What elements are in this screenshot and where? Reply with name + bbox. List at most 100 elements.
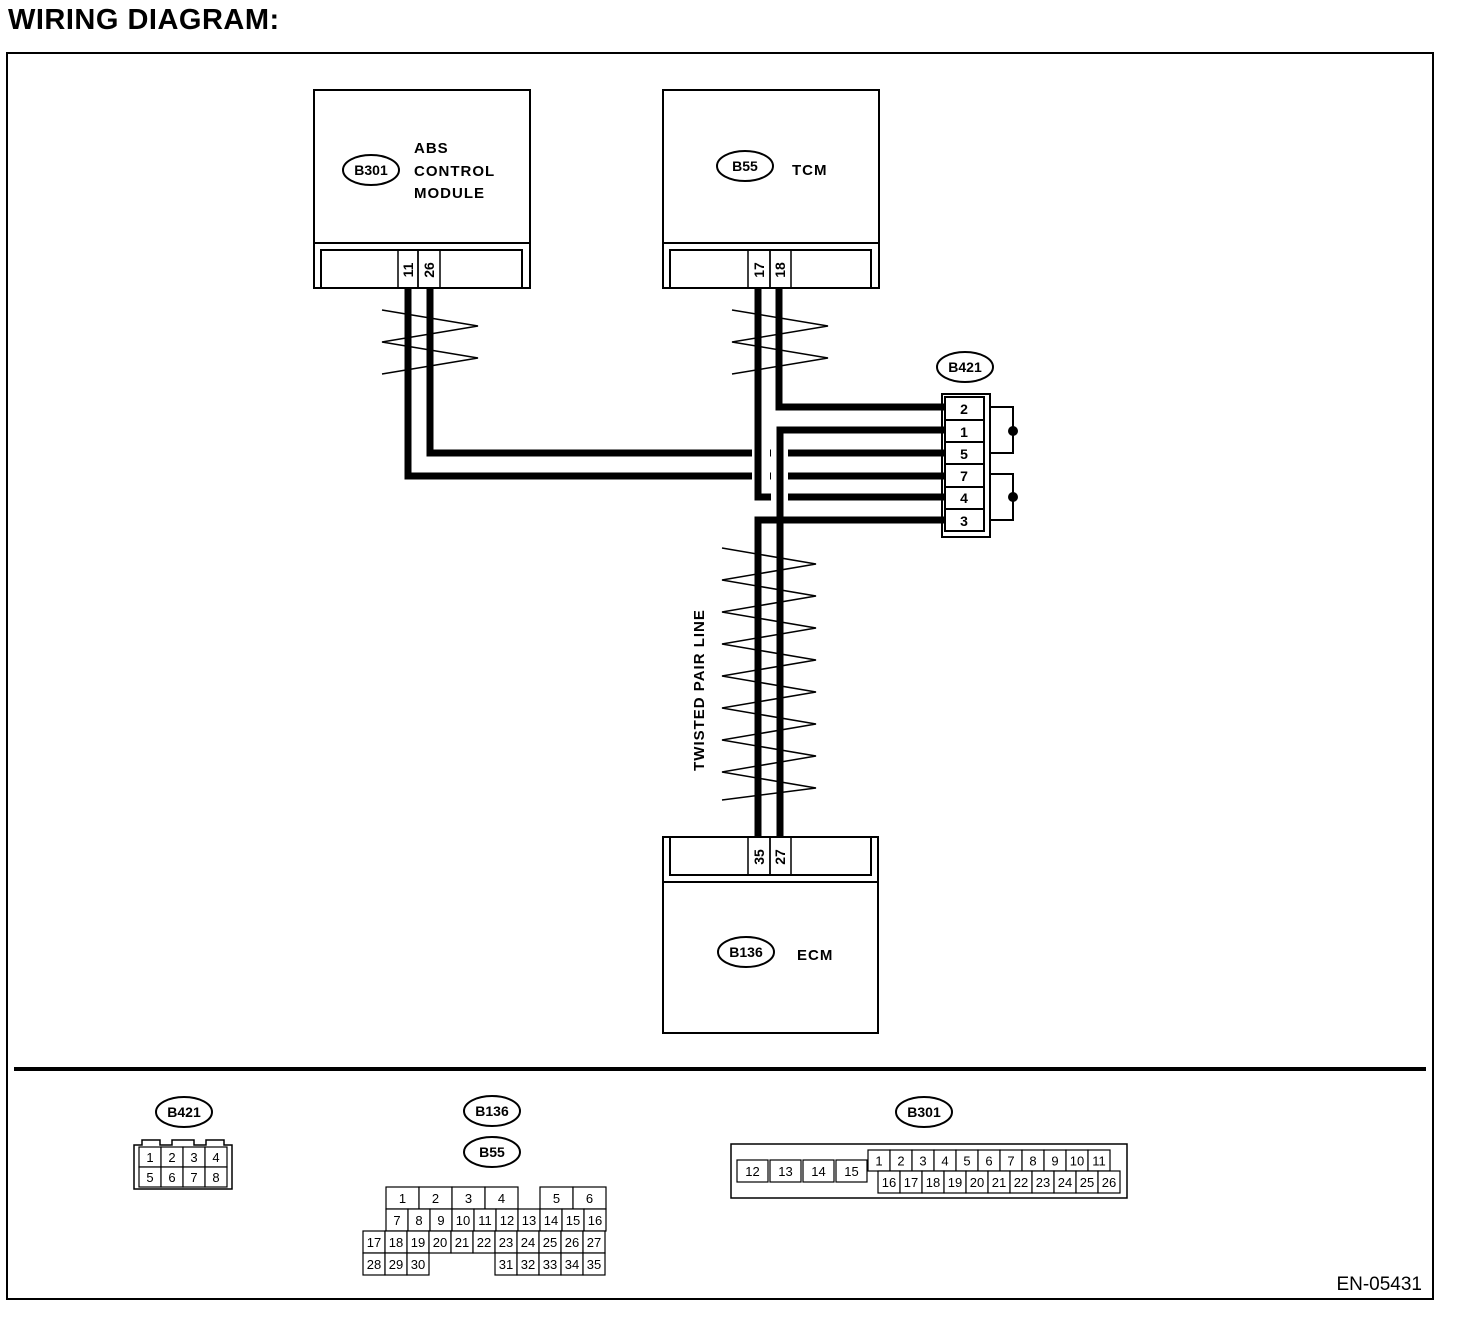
pin-number: 1 <box>146 1150 153 1165</box>
tcm-connector-id: B55 <box>732 158 758 174</box>
pin-number: 33 <box>543 1257 557 1272</box>
pin-cell <box>582 1252 606 1276</box>
pin-number: 27 <box>587 1235 601 1250</box>
pin-cell <box>835 1159 868 1183</box>
cv-b55-id: B55 <box>479 1144 505 1160</box>
pin-number: 19 <box>948 1175 962 1190</box>
wire-abs-11 <box>404 288 752 480</box>
pin-number: 25 <box>543 1235 557 1250</box>
long-twist <box>721 547 817 801</box>
ecm-pin-27: 27 <box>772 849 788 865</box>
pin-number: 13 <box>778 1164 792 1179</box>
pin-number: 25 <box>1080 1175 1094 1190</box>
pin-number: 2 <box>432 1191 439 1206</box>
pin-number: 20 <box>970 1175 984 1190</box>
pin-number: 2 <box>168 1150 175 1165</box>
ecm-label: ECM <box>797 947 833 964</box>
cv-b301-id: B301 <box>907 1104 941 1120</box>
cv-b421-id: B421 <box>167 1104 201 1120</box>
pin-number: 10 <box>456 1213 470 1228</box>
pin-number: 22 <box>1014 1175 1028 1190</box>
ecm-pin-35: 35 <box>751 849 767 865</box>
pin-number: 3 <box>919 1154 926 1169</box>
pin-number: 9 <box>437 1213 444 1228</box>
pin-number: 34 <box>565 1257 579 1272</box>
pin-number: 13 <box>522 1213 536 1228</box>
pin-number: 28 <box>367 1257 381 1272</box>
pin-number: 11 <box>1092 1154 1106 1169</box>
b421-pin-4: 4 <box>960 490 968 506</box>
pin-number: 21 <box>992 1175 1006 1190</box>
pin-number: 4 <box>498 1191 505 1206</box>
pin-cell <box>769 1159 802 1183</box>
pin-number: 12 <box>500 1213 514 1228</box>
pin-number: 23 <box>499 1235 513 1250</box>
pin-number: 18 <box>926 1175 940 1190</box>
pin-number: 15 <box>844 1164 858 1179</box>
reference-code: EN-05431 <box>1336 1274 1422 1295</box>
abs-label-line-2: CONTROL <box>414 163 495 180</box>
pin-number: 32 <box>521 1257 535 1272</box>
pin-number: 4 <box>212 1150 219 1165</box>
pin-number: 5 <box>146 1170 153 1185</box>
pin-number: 6 <box>168 1170 175 1185</box>
pin-number: 14 <box>544 1213 558 1228</box>
ecm-connector-id: B136 <box>729 944 763 960</box>
pin-number: 1 <box>875 1154 882 1169</box>
pin-number: 26 <box>565 1235 579 1250</box>
abs-connector-id: B301 <box>354 162 388 178</box>
pin-number: 14 <box>811 1164 825 1179</box>
ecm-connector-oval <box>717 936 775 968</box>
pin-cell <box>406 1252 430 1276</box>
pin-number: 2 <box>897 1154 904 1169</box>
twisted-pair-label: TWISTED PAIR LINE <box>691 609 708 771</box>
wire-abs-26 <box>426 288 752 457</box>
pin-number: 12 <box>745 1164 759 1179</box>
pin-number: 15 <box>566 1213 580 1228</box>
pin-number: 1 <box>399 1191 406 1206</box>
pin-number: 5 <box>963 1154 970 1169</box>
wire-ecm-35 <box>754 516 945 837</box>
b421-pin-1: 1 <box>960 424 968 440</box>
abs-connector-oval <box>342 154 400 186</box>
pin-number: 7 <box>393 1213 400 1228</box>
pin-number: 3 <box>190 1150 197 1165</box>
b421-pin-3: 3 <box>960 513 968 529</box>
pin-number: 7 <box>190 1170 197 1185</box>
pin-cell <box>1097 1170 1121 1194</box>
abs-label-line-1: ABS <box>414 140 449 157</box>
pin-number: 11 <box>478 1213 492 1228</box>
b421-pin-7: 7 <box>960 468 968 484</box>
pin-number: 17 <box>904 1175 918 1190</box>
pin-number: 9 <box>1051 1154 1058 1169</box>
b421-id: B421 <box>948 359 982 375</box>
tcm-module: B55 TCM 17 18 <box>662 89 880 289</box>
tcm-label: TCM <box>792 162 828 179</box>
wire-ecm-27 <box>776 426 945 837</box>
pin-number: 26 <box>1102 1175 1116 1190</box>
abs-label-line-3: MODULE <box>414 185 485 202</box>
twist-marks <box>381 309 829 801</box>
pin-number: 4 <box>941 1154 948 1169</box>
pin-number: 22 <box>477 1235 491 1250</box>
wiring <box>404 288 945 837</box>
abs-pin-11: 11 <box>400 262 416 277</box>
pin-number: 7 <box>1007 1154 1014 1169</box>
pin-number: 17 <box>367 1235 381 1250</box>
pin-number: 30 <box>411 1257 425 1272</box>
abs-pin-26: 26 <box>421 262 437 278</box>
pin-number: 29 <box>389 1257 403 1272</box>
pin-number: 19 <box>411 1235 425 1250</box>
abs-control-module: B301 ABS CONTROL MODULE 11 26 <box>313 89 531 289</box>
b421-pin-5: 5 <box>960 446 968 462</box>
pin-number: 21 <box>455 1235 469 1250</box>
pin-number: 16 <box>588 1213 602 1228</box>
pin-number: 8 <box>1029 1154 1036 1169</box>
wire-redraw <box>408 440 945 520</box>
